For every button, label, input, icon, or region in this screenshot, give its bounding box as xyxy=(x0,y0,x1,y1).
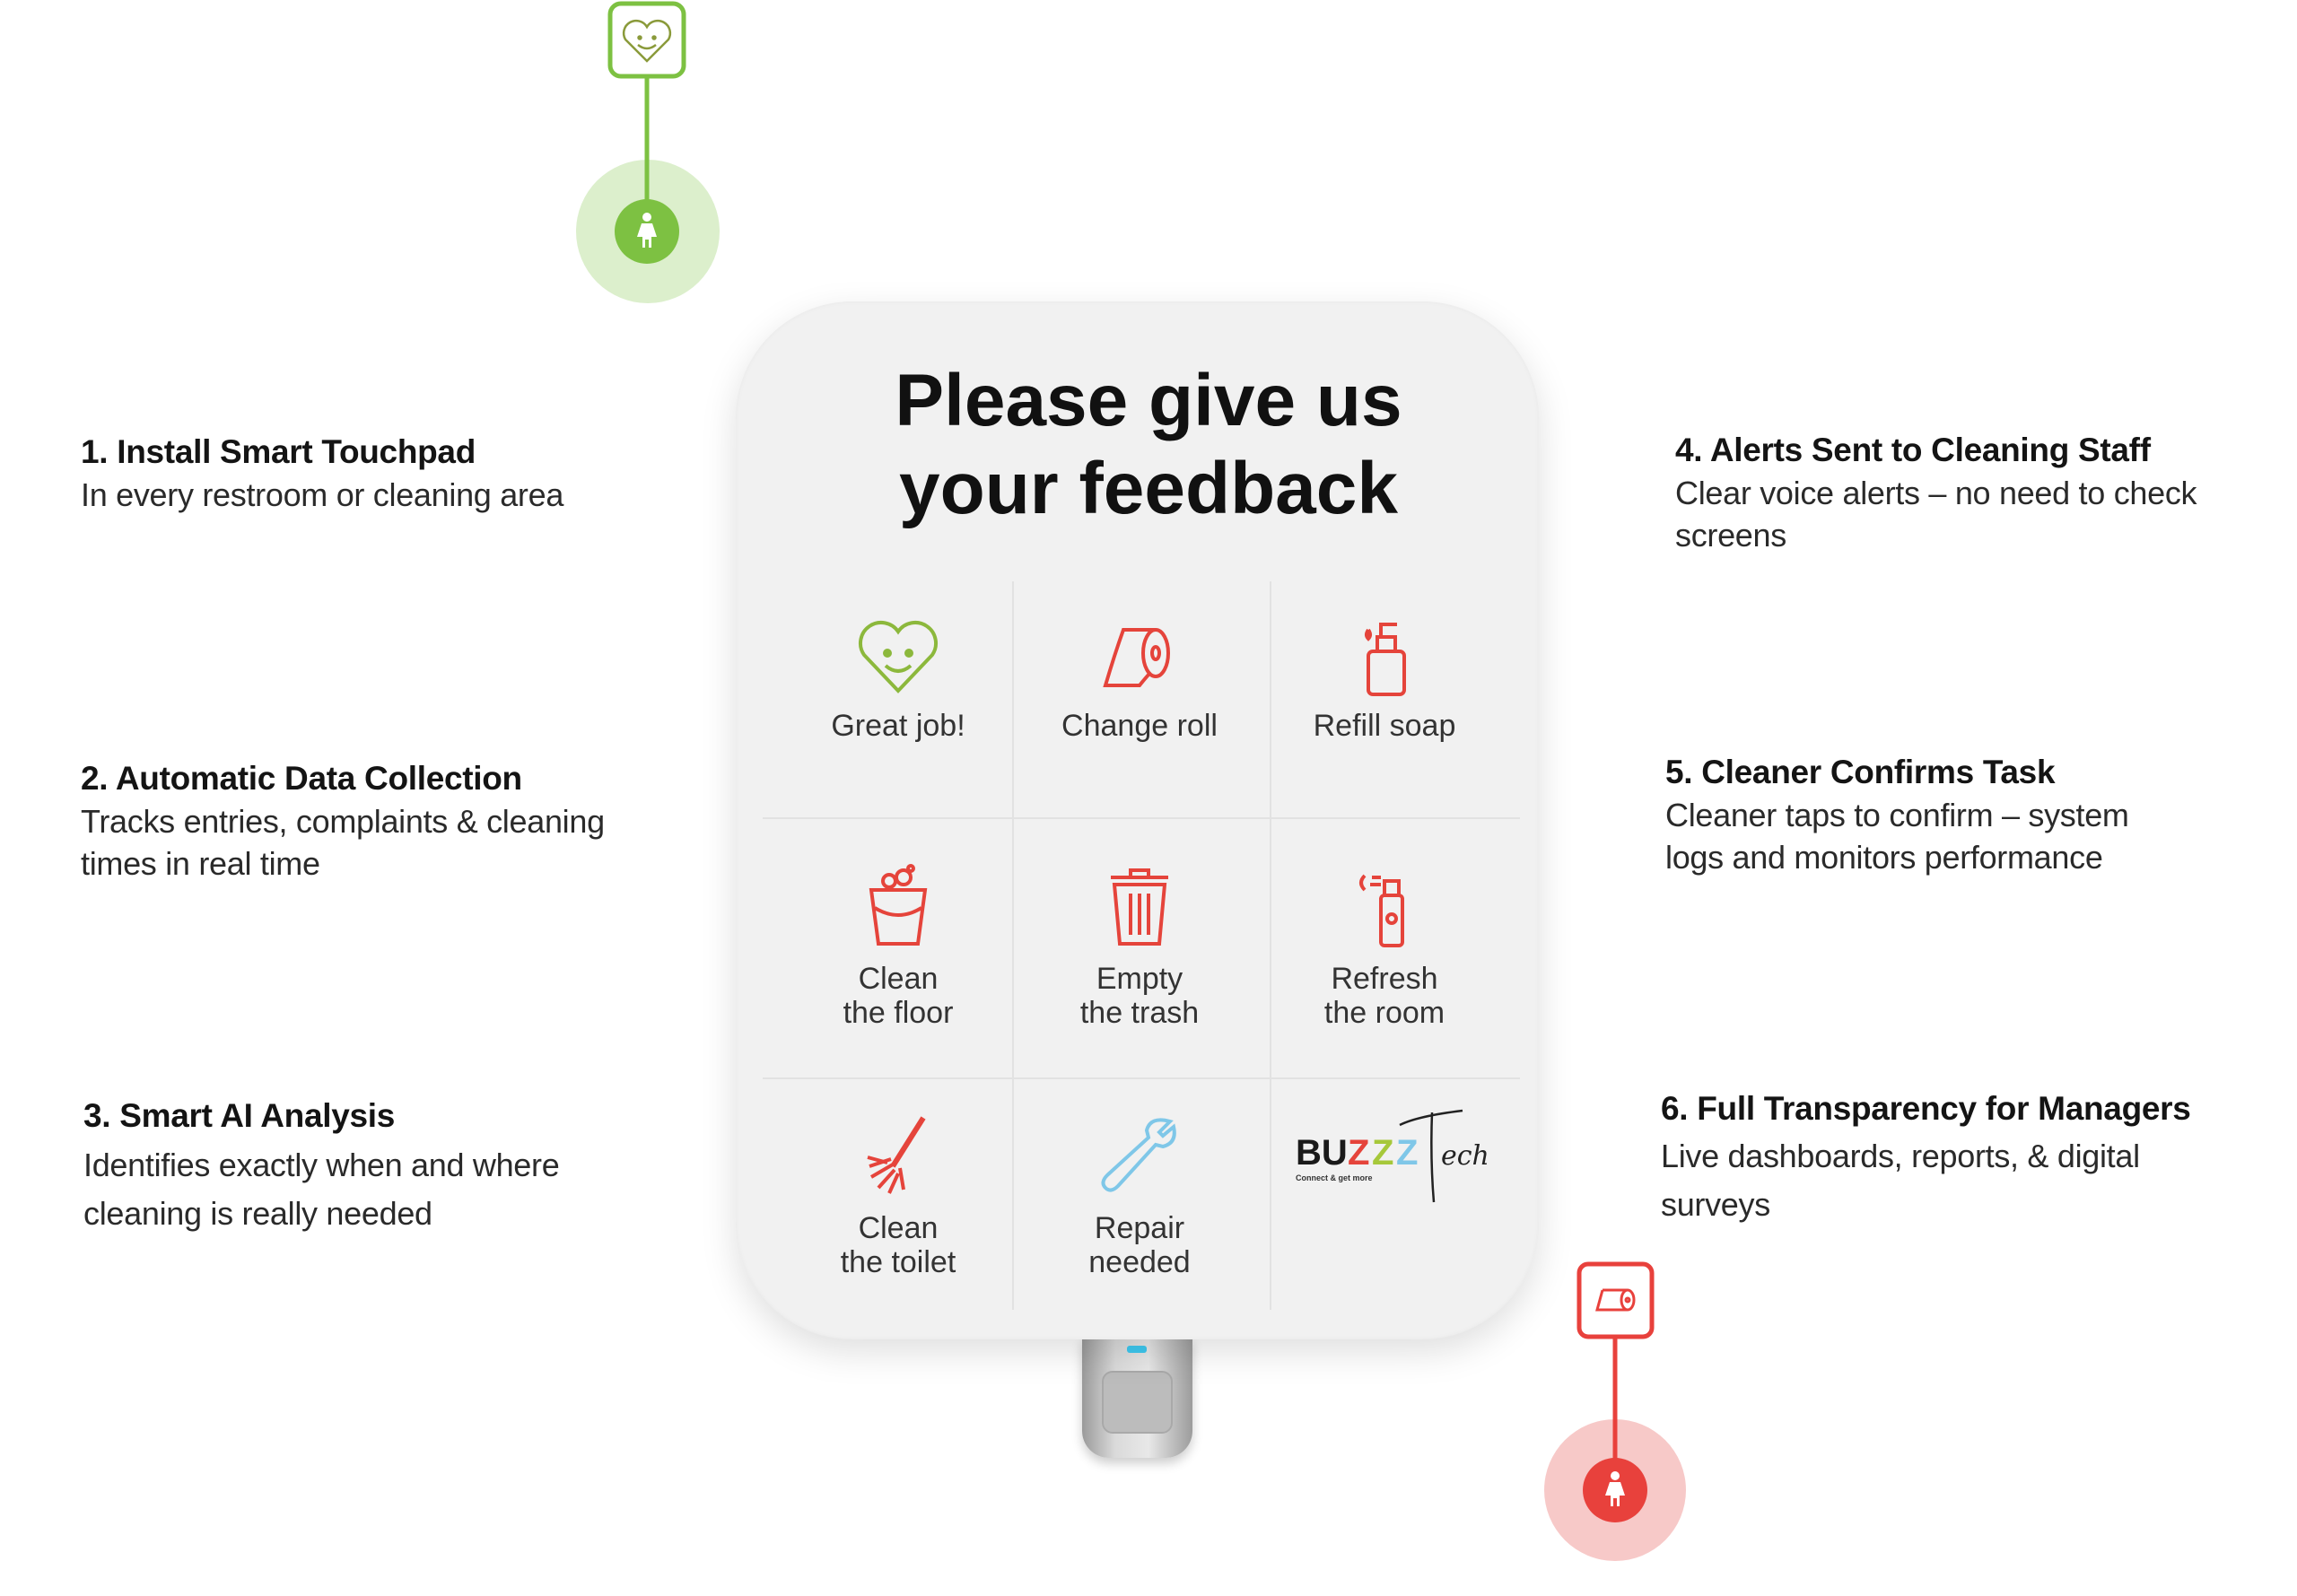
step-title: 1. Install Smart Touchpad xyxy=(81,433,476,470)
step-description: times in real time xyxy=(81,845,320,882)
step-description: screens xyxy=(1675,517,1786,554)
step-title: 3. Smart AI Analysis xyxy=(83,1097,396,1134)
change-roll-button[interactable]: Change roll xyxy=(1014,619,1265,743)
heart-smile-icon xyxy=(859,620,938,693)
label-line: Refresh xyxy=(1331,962,1438,996)
card-title: Please give us your feedback xyxy=(0,357,2297,533)
label-line: Clean xyxy=(858,962,939,996)
buzztech-logo-mark: BU Z Z Z Connect & get more ech xyxy=(1296,1109,1489,1203)
label-line: the room xyxy=(1323,996,1445,1030)
air-freshener-icon xyxy=(1359,874,1404,947)
step-title: 6. Full Transparency for Managers xyxy=(1661,1090,2191,1127)
step-title: 5. Cleaner Confirms Task xyxy=(1665,754,2056,790)
label-line: the floor xyxy=(843,996,954,1030)
svg-text:Z: Z xyxy=(1348,1133,1369,1173)
divider xyxy=(763,1077,1520,1079)
step-6: 6. Full Transparency for Managers Live d… xyxy=(1661,1087,2191,1229)
step-title: 2. Automatic Data Collection xyxy=(81,760,522,797)
svg-text:Z: Z xyxy=(1396,1133,1418,1173)
soap-dispenser-icon xyxy=(1365,623,1406,696)
woman-icon xyxy=(637,213,657,248)
step-3: 3. Smart AI Analysis Identifies exactly … xyxy=(83,1095,560,1238)
trash-bin-icon xyxy=(1111,868,1168,946)
step-4: 4. Alerts Sent to Cleaning Staff Clear v… xyxy=(1675,429,2197,556)
divider xyxy=(763,817,1520,819)
touchpad-sensor xyxy=(1082,1337,1192,1458)
red-roll-pin xyxy=(1544,1261,1686,1561)
label-line: needed xyxy=(1088,1245,1191,1279)
step-2: 2. Automatic Data Collection Tracks entr… xyxy=(81,757,605,885)
step-description: In every restroom or cleaning area xyxy=(81,476,564,513)
step-title: 4. Alerts Sent to Cleaning Staff xyxy=(1675,432,2151,468)
divider xyxy=(1270,581,1271,1310)
label-line: Empty xyxy=(1096,962,1183,996)
step-5: 5. Cleaner Confirms Task Cleaner taps to… xyxy=(1665,751,2129,878)
title-line: Please give us xyxy=(895,360,1402,441)
step-description: Cleaner taps to confirm – system xyxy=(1665,797,2129,833)
refill-soap-button[interactable]: Refill soap xyxy=(1259,619,1510,743)
svg-text:BU: BU xyxy=(1296,1133,1348,1173)
green-feedback-pin xyxy=(576,1,720,303)
toilet-brush-icon xyxy=(867,1116,926,1194)
svg-text:Z: Z xyxy=(1372,1133,1393,1173)
step-description: surveys xyxy=(1661,1186,1770,1223)
label-line: Clean xyxy=(858,1211,939,1245)
divider xyxy=(1012,581,1014,1310)
woman-icon xyxy=(1605,1471,1625,1506)
title-line: your feedback xyxy=(899,448,1398,529)
step-1: 1. Install Smart Touchpad In every restr… xyxy=(81,431,563,516)
step-description: cleaning is really needed xyxy=(83,1195,432,1232)
heart-smile-icon xyxy=(622,19,672,63)
button-label: Great job! xyxy=(831,709,965,743)
svg-text:Connect & get more: Connect & get more xyxy=(1296,1173,1373,1182)
label-line: Repair xyxy=(1094,1211,1185,1245)
step-description: logs and monitors performance xyxy=(1665,839,2103,876)
step-description: Tracks entries, complaints & cleaning xyxy=(81,803,605,840)
label-line: the trash xyxy=(1079,996,1200,1030)
bucket-icon xyxy=(869,864,928,946)
button-label: Change roll xyxy=(1061,709,1218,743)
buzztech-logo: BU Z Z Z Connect & get more ech xyxy=(1292,1105,1516,1204)
great-job-button[interactable]: Great job! xyxy=(773,619,1024,743)
label-line: the toilet xyxy=(840,1245,956,1279)
button-label: Refill soap xyxy=(1313,709,1456,743)
step-description: Clear voice alerts – no need to check xyxy=(1675,475,2197,511)
toilet-roll-icon xyxy=(1595,1288,1636,1312)
svg-text:ech: ech xyxy=(1441,1140,1489,1172)
step-description: Identifies exactly when and where xyxy=(83,1147,560,1183)
status-led xyxy=(1127,1346,1147,1353)
step-description: Live dashboards, reports, & digital xyxy=(1661,1138,2140,1174)
sensor-pad xyxy=(1102,1371,1173,1434)
toilet-roll-icon xyxy=(1103,628,1170,687)
wrench-icon xyxy=(1101,1118,1176,1192)
